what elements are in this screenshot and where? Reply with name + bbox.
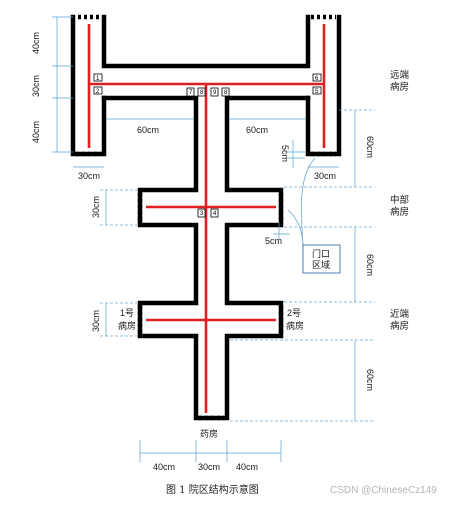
- door-area-box: [302, 244, 341, 274]
- dimension-lines: [52, 16, 375, 462]
- room-1-label-line1: 1号: [120, 308, 134, 318]
- dim-near-wing-30: 30cm: [91, 310, 101, 332]
- dim-bottom-40-right: 40cm: [236, 462, 258, 472]
- middle-ward-label-line2: 病房: [390, 206, 409, 218]
- position-markers: 1 2 6 5 7 8 9 8 3 4: [93, 73, 322, 218]
- dim-left-top-40: 40cm: [31, 32, 41, 54]
- dim-door-gap-5: 5cm: [265, 236, 282, 246]
- marker-right-low: 5: [315, 89, 319, 95]
- marker-center-2: 8: [200, 90, 204, 96]
- dim-mid-wing-30: 30cm: [91, 196, 101, 218]
- middle-ward-label-line1: 中部: [390, 194, 409, 206]
- far-ward-label-line1: 远端: [390, 69, 410, 81]
- room-2-label-line1: 2号: [287, 308, 301, 318]
- dimension-labels: 40cm 30cm 40cm 60cm 60cm 30cm 30cm 60cm …: [31, 32, 375, 472]
- dim-left-low-40: 40cm: [31, 121, 41, 143]
- door-area-label-line1: 门口: [312, 248, 330, 259]
- dim-right-wing-30: 30cm: [314, 171, 336, 181]
- dim-right-gap-60-top: 60cm: [365, 136, 375, 158]
- dim-right-gap-60-low: 60cm: [365, 369, 375, 391]
- route-lines: [87, 24, 326, 413]
- marker-mid-right: 4: [213, 211, 217, 217]
- dim-bottom-30: 30cm: [198, 462, 220, 472]
- room-1-label-line2: 病房: [118, 320, 136, 331]
- dim-corridor-right-60: 60cm: [246, 125, 268, 135]
- marker-center-1: 7: [189, 90, 193, 96]
- marker-left-top: 1: [96, 76, 100, 82]
- top-corridor-wall: [101, 14, 311, 69]
- pharmacy-label: 药房: [200, 428, 218, 439]
- marker-right-top: 6: [315, 76, 319, 82]
- marker-center-3: 9: [213, 90, 217, 96]
- doorways: [76, 14, 336, 421]
- dim-corridor-left-60: 60cm: [137, 125, 159, 135]
- dim-right-gap-60-mid: 60cm: [365, 254, 375, 276]
- room-2-label-line2: 病房: [286, 320, 304, 331]
- figure-caption: 图 1 院区结构示意图: [166, 483, 259, 496]
- dim-marker-gap-5: 5cm: [280, 145, 290, 162]
- dim-left-mid-30: 30cm: [31, 75, 41, 97]
- near-ward-label-line1: 近端: [390, 308, 410, 320]
- marker-center-4: 8: [224, 90, 228, 96]
- dim-left-wing-30: 30cm: [78, 171, 100, 181]
- door-area-label-line2: 区域: [312, 259, 330, 270]
- dim-bottom-40-left: 40cm: [153, 462, 175, 472]
- far-ward-label-line2: 病房: [390, 81, 409, 93]
- marker-mid-left: 3: [200, 211, 204, 217]
- watermark: CSDN @ChineseCz149: [330, 485, 437, 496]
- near-ward-label-line2: 病房: [390, 320, 409, 332]
- marker-left-low: 2: [96, 89, 100, 95]
